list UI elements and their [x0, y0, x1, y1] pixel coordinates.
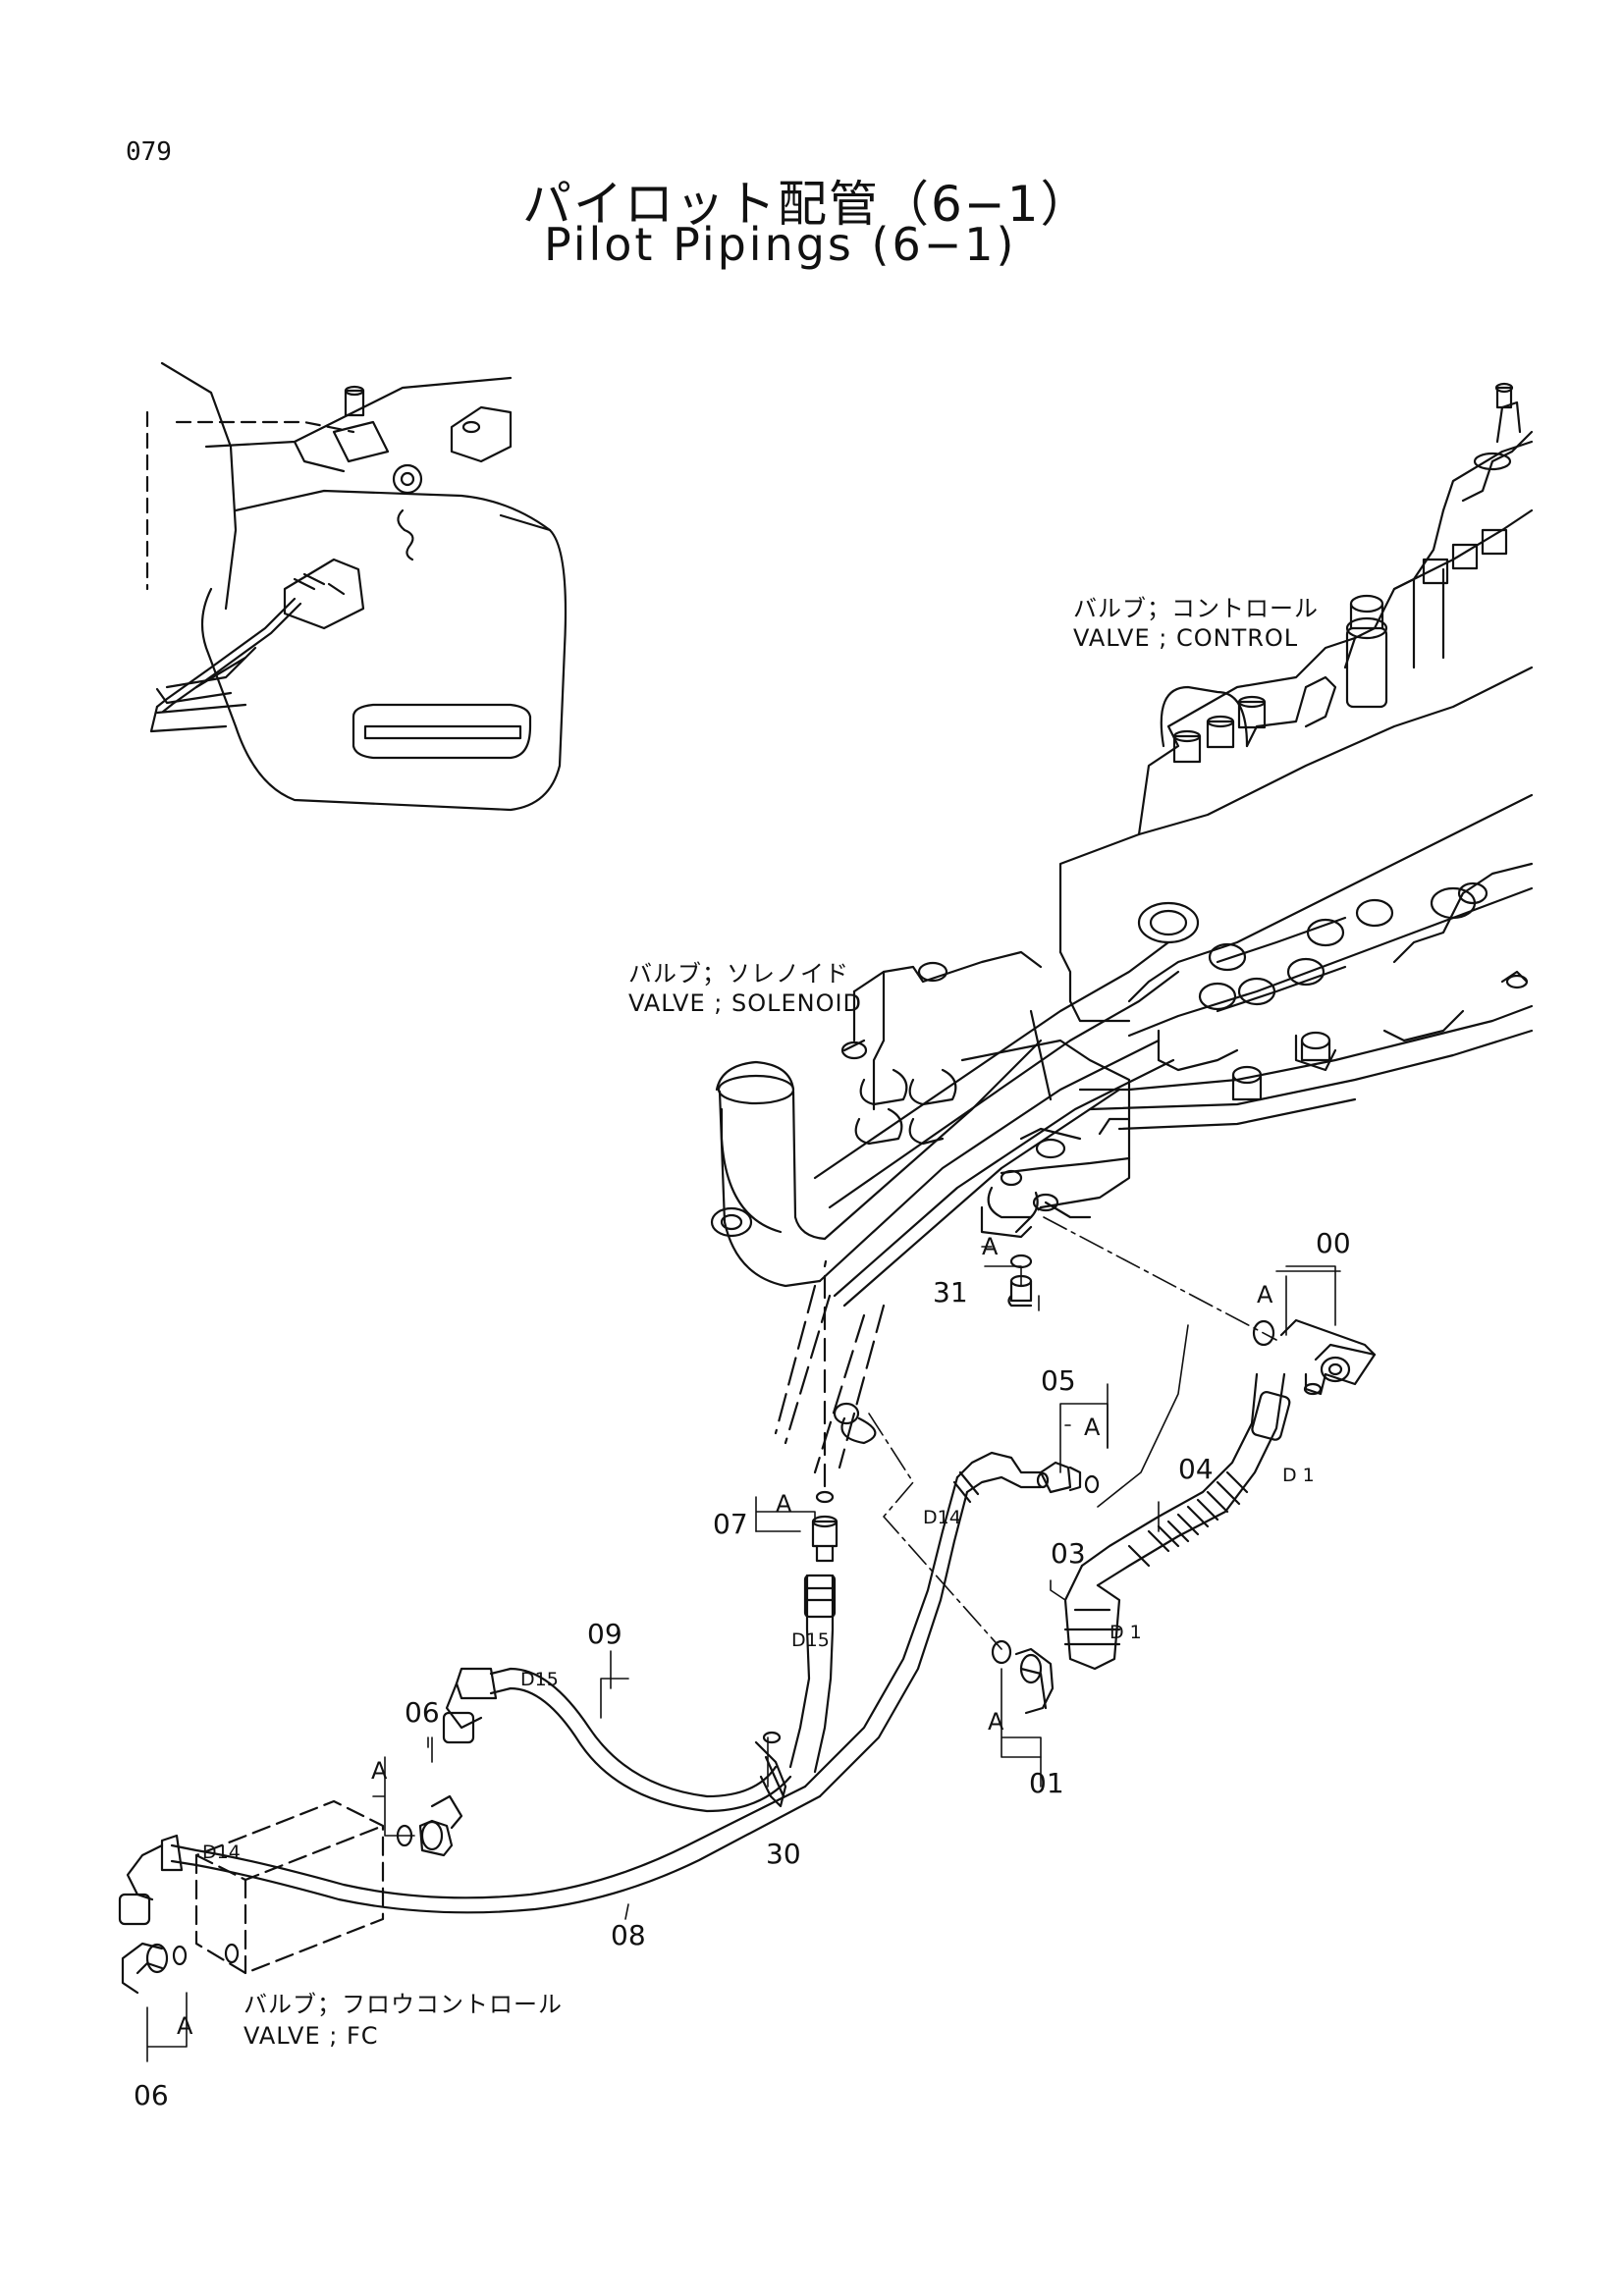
hose-d14-lower	[118, 1785, 822, 1926]
part-06-elbow-lower	[121, 1942, 188, 1995]
part-05-adapter	[1036, 1461, 1100, 1494]
dim-d15-vertical: D15	[791, 1629, 830, 1651]
title-japanese: パイロット配管（6−1）	[522, 176, 1092, 233]
ref-a-00: A	[1257, 1281, 1273, 1308]
part-number-03: 03	[1051, 1537, 1086, 1570]
ref-a-05: A	[1084, 1414, 1101, 1441]
part-number-04: 04	[1178, 1453, 1214, 1485]
part-number-07: 07	[713, 1508, 748, 1540]
part-31-plug	[1007, 1254, 1033, 1308]
label-solenoid-valve-en: VALVE ; SOLENOID	[628, 989, 863, 1017]
part-number-00: 00	[1316, 1227, 1351, 1259]
part-number-06-lower: 06	[134, 2079, 169, 2111]
part-00-fitting	[1252, 1318, 1377, 1396]
ref-a-31: A	[982, 1233, 999, 1260]
ref-a-06-lower: A	[177, 2012, 193, 2040]
part-30-clamp	[754, 1731, 787, 1808]
label-fc-valve-en: VALVE ; FC	[243, 2022, 379, 2050]
label-control-valve-ja: バルブ；コントロール	[1073, 595, 1319, 622]
title-english: Pilot Pipings (6−1)	[544, 218, 1017, 271]
page-number: 079	[126, 137, 172, 167]
dim-d1-upper: D 1	[1282, 1465, 1315, 1486]
pilot-pipe-bundle	[710, 940, 1180, 1489]
label-control-valve-en: VALVE ; CONTROL	[1073, 624, 1299, 652]
part-number-09: 09	[587, 1618, 622, 1650]
solenoid-valve	[840, 950, 1131, 1239]
hose-d15	[442, 1574, 837, 1813]
part-07-adapter	[811, 1490, 839, 1563]
leader-lines	[146, 1216, 1336, 2062]
machine-overview-inset	[145, 361, 568, 812]
part-01-elbow	[991, 1639, 1055, 1715]
part-number-01: 01	[1029, 1767, 1064, 1799]
ref-a-07: A	[776, 1490, 792, 1518]
control-valve	[1058, 382, 1534, 1131]
part-number-30: 30	[766, 1838, 801, 1870]
hose-d14-upper	[803, 1451, 1043, 1798]
part-number-leaders	[431, 1270, 1341, 1920]
part-number-31: 31	[933, 1276, 968, 1308]
label-solenoid-valve-ja: バルブ；ソレノイド	[628, 960, 849, 988]
dim-d1-lower: D 1	[1109, 1622, 1142, 1643]
dim-d14-lower: D14	[202, 1842, 241, 1863]
part-number-08: 08	[611, 1919, 646, 1951]
dim-d15-horizontal: D15	[520, 1669, 559, 1690]
label-fc-valve-ja: バルブ；フロウコントロール	[243, 1991, 563, 2018]
part-number-06-upper: 06	[405, 1696, 440, 1729]
part-04-hose	[1080, 1372, 1291, 1587]
part-03-fitting	[1063, 1564, 1121, 1671]
part-06-elbow-upper	[396, 1794, 463, 1857]
dim-d14-upper: D14	[923, 1507, 961, 1528]
fc-valve-block	[194, 1799, 385, 1975]
ref-a-06-upper: A	[371, 1757, 388, 1785]
ref-a-01: A	[988, 1708, 1004, 1735]
part-number-05: 05	[1041, 1364, 1076, 1397]
